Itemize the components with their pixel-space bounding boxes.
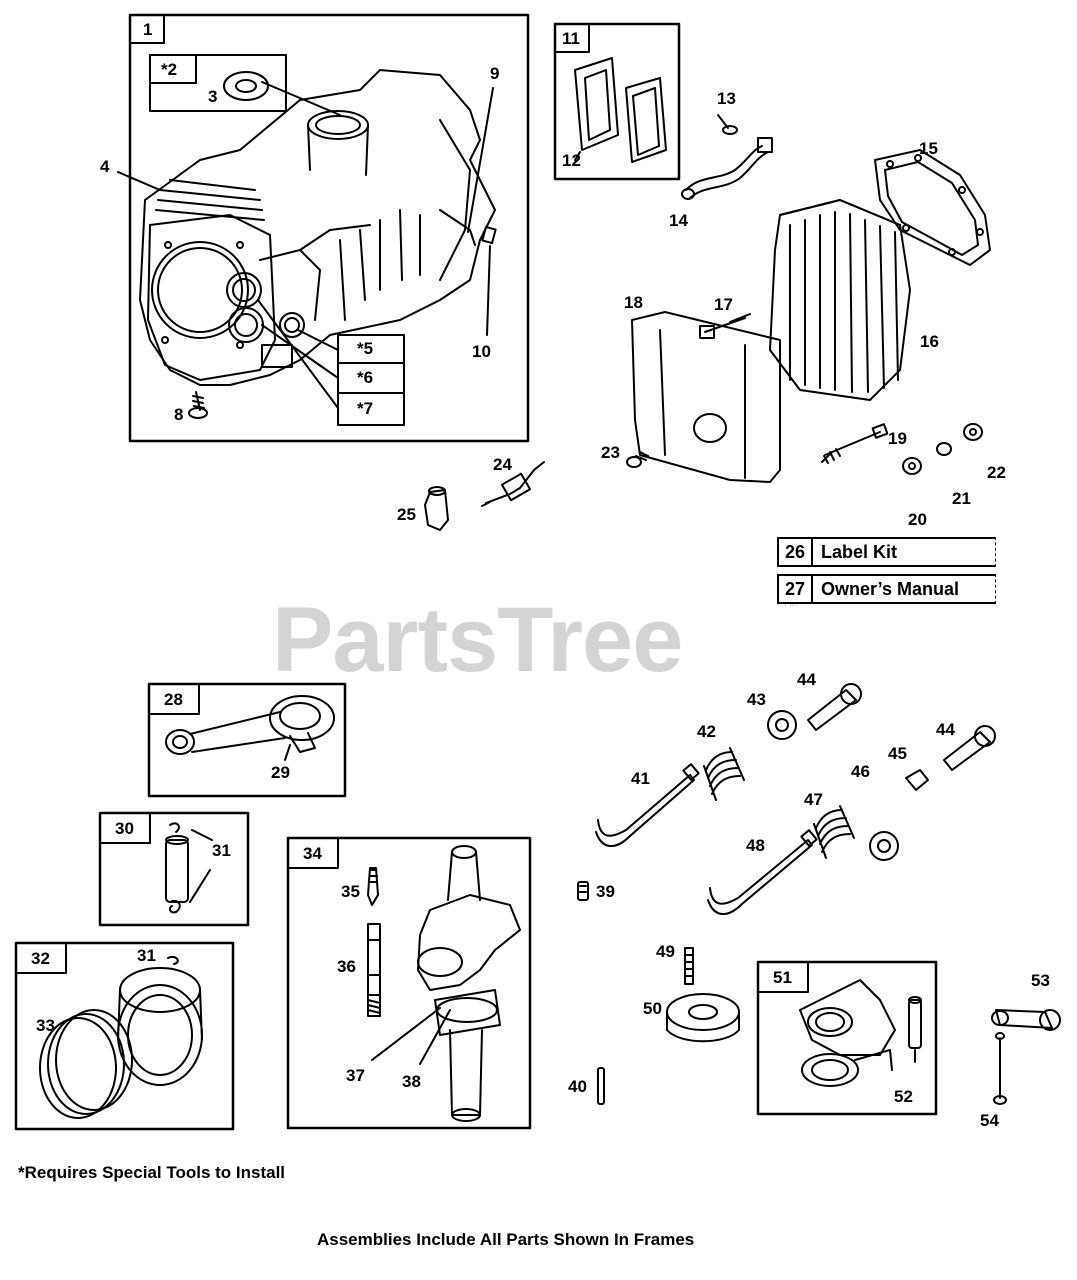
valve-train-drawing bbox=[595, 683, 996, 915]
part-label-29: 29 bbox=[271, 763, 290, 782]
part-label-44a: 44 bbox=[797, 670, 816, 689]
breather-gasket-drawing bbox=[574, 57, 667, 163]
caption: Assemblies Include All Parts Shown In Fr… bbox=[317, 1230, 695, 1249]
part-label-21: 21 bbox=[952, 489, 971, 508]
part-label-4: 4 bbox=[100, 157, 110, 176]
frame-34-box bbox=[286, 836, 532, 1130]
part-label-10: 10 bbox=[472, 342, 491, 361]
footnote: *Requires Special Tools to Install bbox=[18, 1163, 286, 1182]
part-label-19: 19 bbox=[888, 429, 907, 448]
piston-pin-drawing bbox=[165, 822, 213, 914]
part-label-54: 54 bbox=[980, 1111, 999, 1130]
kit-row-owners-manual: 27 Owner’s Manual bbox=[777, 574, 996, 604]
cylinder-head-drawing bbox=[769, 149, 991, 401]
connecting-rod-drawing bbox=[165, 695, 335, 761]
part-label-52: 52 bbox=[894, 1087, 913, 1106]
part-label-37: 37 bbox=[346, 1066, 365, 1085]
part-label-7: *7 bbox=[357, 399, 374, 418]
frame-label-11: 11 bbox=[562, 29, 580, 48]
part-label-53: 53 bbox=[1031, 971, 1050, 990]
part-label-39: 39 bbox=[596, 882, 615, 901]
frame-label-32: 32 bbox=[31, 949, 50, 968]
part-label-40: 40 bbox=[568, 1077, 587, 1096]
part-label-48: 48 bbox=[746, 836, 765, 855]
part-label-22: 22 bbox=[987, 463, 1006, 482]
kit-number: 27 bbox=[779, 576, 813, 602]
part-label-8: 8 bbox=[174, 405, 184, 424]
part-label-38: 38 bbox=[402, 1072, 421, 1091]
frame-30-box bbox=[98, 811, 250, 927]
part-label-24: 24 bbox=[493, 455, 512, 474]
piston-drawing bbox=[39, 955, 203, 1119]
kit-row-label-kit: 26 Label Kit bbox=[777, 537, 996, 567]
part-label-35: 35 bbox=[341, 882, 360, 901]
part-label-49: 49 bbox=[656, 942, 675, 961]
part-label-47: 47 bbox=[804, 790, 823, 809]
kit-name: Owner’s Manual bbox=[821, 578, 960, 599]
small-parts-drawing bbox=[577, 881, 605, 1105]
part-label-20: 20 bbox=[908, 510, 927, 529]
frame-label-28: 28 bbox=[164, 690, 183, 709]
part-label-16: 16 bbox=[920, 332, 939, 351]
part-label-15: 15 bbox=[919, 139, 938, 158]
part-label-31a: 31 bbox=[212, 841, 231, 860]
part-label-18: 18 bbox=[624, 293, 643, 312]
spark-plug-drawing bbox=[424, 461, 545, 531]
part-label-45: 45 bbox=[888, 744, 907, 763]
part-label-43: 43 bbox=[747, 690, 766, 709]
kit-name: Label Kit bbox=[821, 541, 898, 562]
part-label-31b: 31 bbox=[137, 946, 156, 965]
frame-label-51: 51 bbox=[773, 968, 792, 987]
frame-label-34: 34 bbox=[303, 844, 322, 863]
part-label-44b: 44 bbox=[936, 720, 955, 739]
part-label-23: 23 bbox=[601, 443, 620, 462]
part-label-13: 13 bbox=[717, 89, 736, 108]
part-label-9: 9 bbox=[490, 64, 500, 83]
part-label-3: 3 bbox=[208, 87, 218, 106]
air-guide-drawing bbox=[626, 311, 983, 483]
part-label-14: 14 bbox=[669, 211, 688, 230]
part-label-46: 46 bbox=[851, 762, 870, 781]
frame-32-box bbox=[14, 941, 235, 1131]
breather-tube-drawing bbox=[681, 114, 773, 200]
frame-label-30: 30 bbox=[115, 819, 134, 838]
part-label-33: 33 bbox=[36, 1016, 55, 1035]
cam-gear-drawing bbox=[666, 947, 740, 1043]
part-label-50: 50 bbox=[643, 999, 662, 1018]
kit-number: 26 bbox=[779, 539, 813, 565]
frame-28-box bbox=[147, 682, 347, 798]
part-label-41: 41 bbox=[631, 769, 650, 788]
frame-label-2: *2 bbox=[161, 60, 178, 79]
part-label-36: 36 bbox=[337, 957, 356, 976]
part-label-42: 42 bbox=[697, 722, 716, 741]
rocker-drawing bbox=[799, 979, 922, 1087]
rocker-arm-drawing bbox=[991, 1009, 1061, 1105]
frame-51-box bbox=[756, 960, 938, 1116]
frame-label-1: 1 bbox=[143, 20, 153, 39]
part-label-25: 25 bbox=[397, 505, 416, 524]
watermark: PartsTree bbox=[272, 589, 683, 691]
part-label-5: *5 bbox=[357, 339, 374, 358]
part-label-17: 17 bbox=[714, 295, 733, 314]
crankshaft-drawing bbox=[367, 845, 521, 1122]
engine-block-drawing bbox=[117, 69, 497, 419]
part-label-12: 12 bbox=[562, 151, 581, 170]
frame-11-box bbox=[553, 22, 681, 181]
part-label-6: *6 bbox=[357, 368, 374, 387]
